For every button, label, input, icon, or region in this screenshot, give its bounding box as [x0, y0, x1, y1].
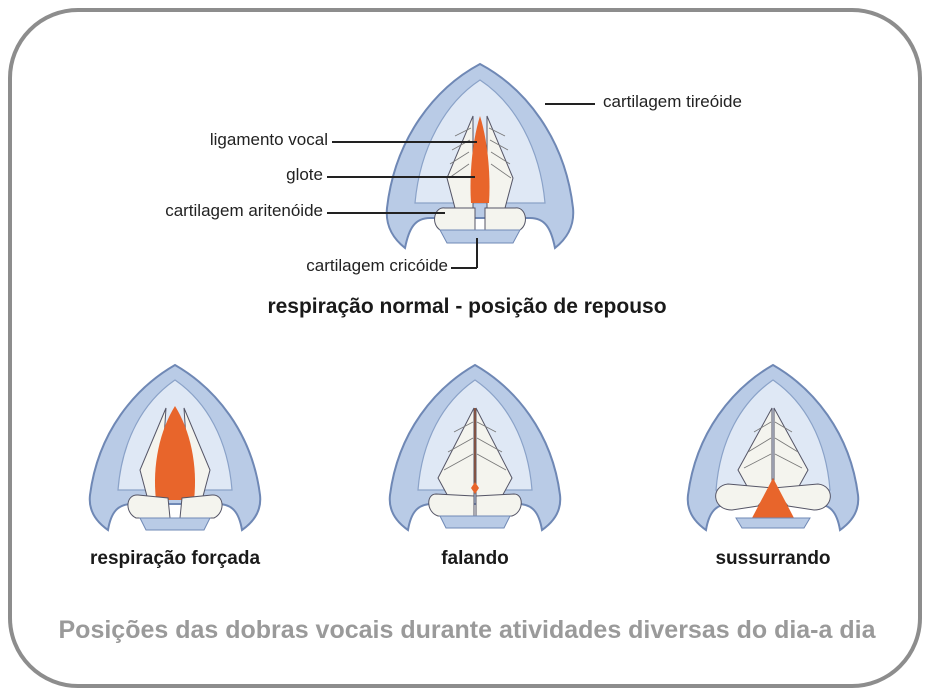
arytenoid-leader-line [327, 212, 445, 214]
larynx-whispering-figure [678, 360, 868, 540]
thyroid-label: cartilagem tireóide [603, 92, 742, 112]
footer-caption: Posições das dobras vocais durante ativi… [0, 616, 934, 645]
glottis-label: glote [150, 165, 323, 185]
vocal-ligament-leader-line [332, 141, 477, 143]
vocal-ligament-label: ligamento vocal [150, 130, 328, 150]
glottis-leader-line [327, 176, 475, 178]
main-caption: respiração normal - posição de repouso [232, 295, 702, 319]
arytenoid-label: cartilagem aritenóide [100, 201, 323, 221]
cricoid-leader-vertical [476, 238, 478, 268]
larynx-speaking-figure [380, 360, 570, 540]
caption-forced-breathing: respiração forçada [60, 548, 290, 570]
larynx-forced-breathing-figure [80, 360, 270, 540]
cricoid-leader-line [451, 267, 477, 269]
thyroid-leader-line [545, 103, 595, 105]
caption-speaking: falando [375, 548, 575, 570]
larynx-normal-figure [375, 58, 585, 258]
caption-whispering: sussurrando [673, 548, 873, 570]
cricoid-label: cartilagem cricóide [240, 256, 448, 276]
